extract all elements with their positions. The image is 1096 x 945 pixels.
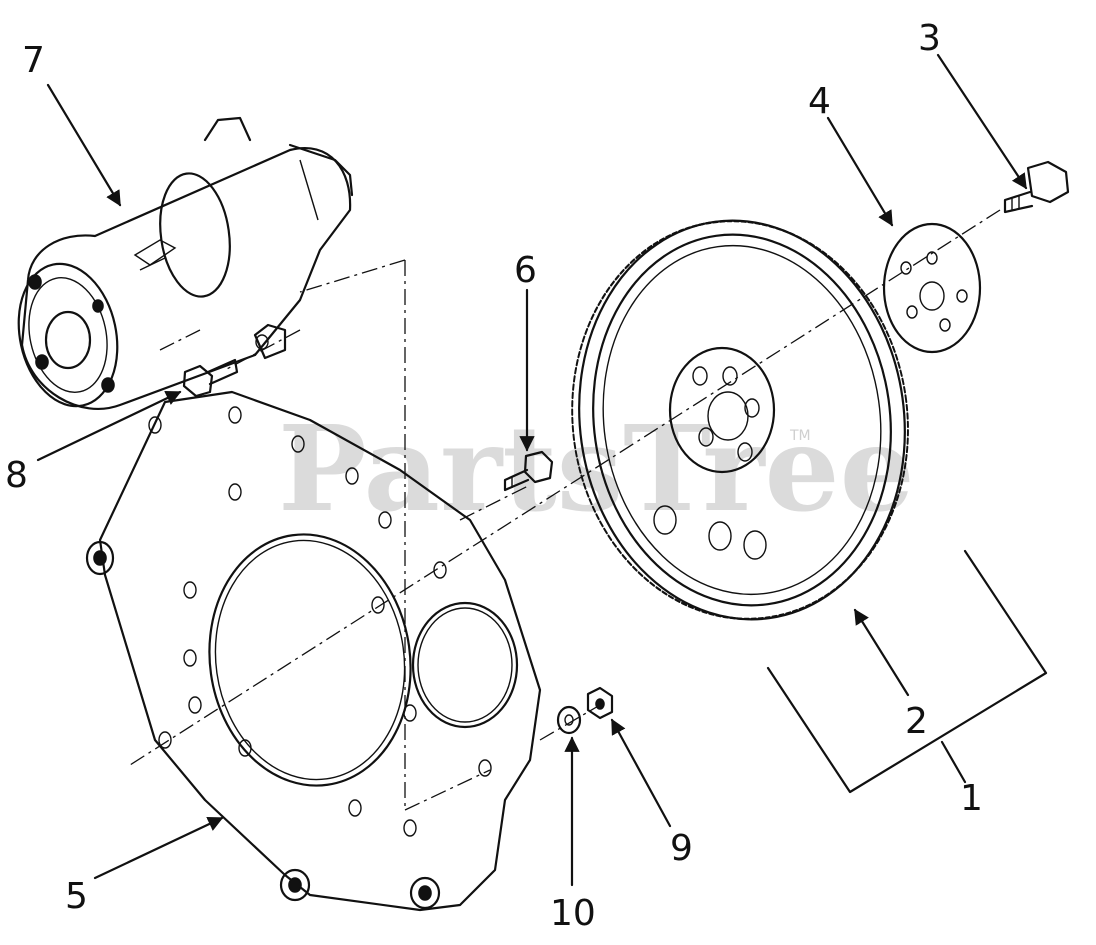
flywheel bbox=[571, 219, 909, 621]
callout-2: 2 bbox=[905, 701, 928, 742]
leader-arrows bbox=[36, 53, 1048, 887]
plate-bolt bbox=[503, 450, 554, 492]
flywheel-plate bbox=[882, 222, 982, 354]
callout-4: 4 bbox=[808, 81, 831, 122]
watermark-text: PartsTree bbox=[278, 399, 915, 538]
callout-1: 1 bbox=[960, 778, 983, 819]
plate-bolt-holes bbox=[148, 406, 492, 837]
callout-labels: 7 3 4 6 8 2 1 9 5 10 bbox=[5, 18, 983, 934]
plate-dowels bbox=[85, 540, 441, 910]
callout-8: 8 bbox=[5, 455, 28, 496]
starter-bolt bbox=[182, 358, 239, 398]
callout-9: 9 bbox=[670, 828, 693, 869]
nut bbox=[586, 686, 614, 720]
callout-5: 5 bbox=[65, 876, 88, 917]
callout-7: 7 bbox=[22, 40, 45, 81]
lock-washer bbox=[556, 705, 582, 735]
flywheel-bolt bbox=[1003, 160, 1070, 214]
starter-motor bbox=[17, 116, 354, 410]
watermark-trademark: TM bbox=[789, 428, 811, 444]
callout-10: 10 bbox=[550, 893, 596, 934]
callout-6: 6 bbox=[514, 250, 537, 291]
adapter-plate bbox=[85, 390, 542, 912]
watermark: PartsTree TM bbox=[278, 399, 915, 538]
callout-3: 3 bbox=[918, 18, 941, 59]
